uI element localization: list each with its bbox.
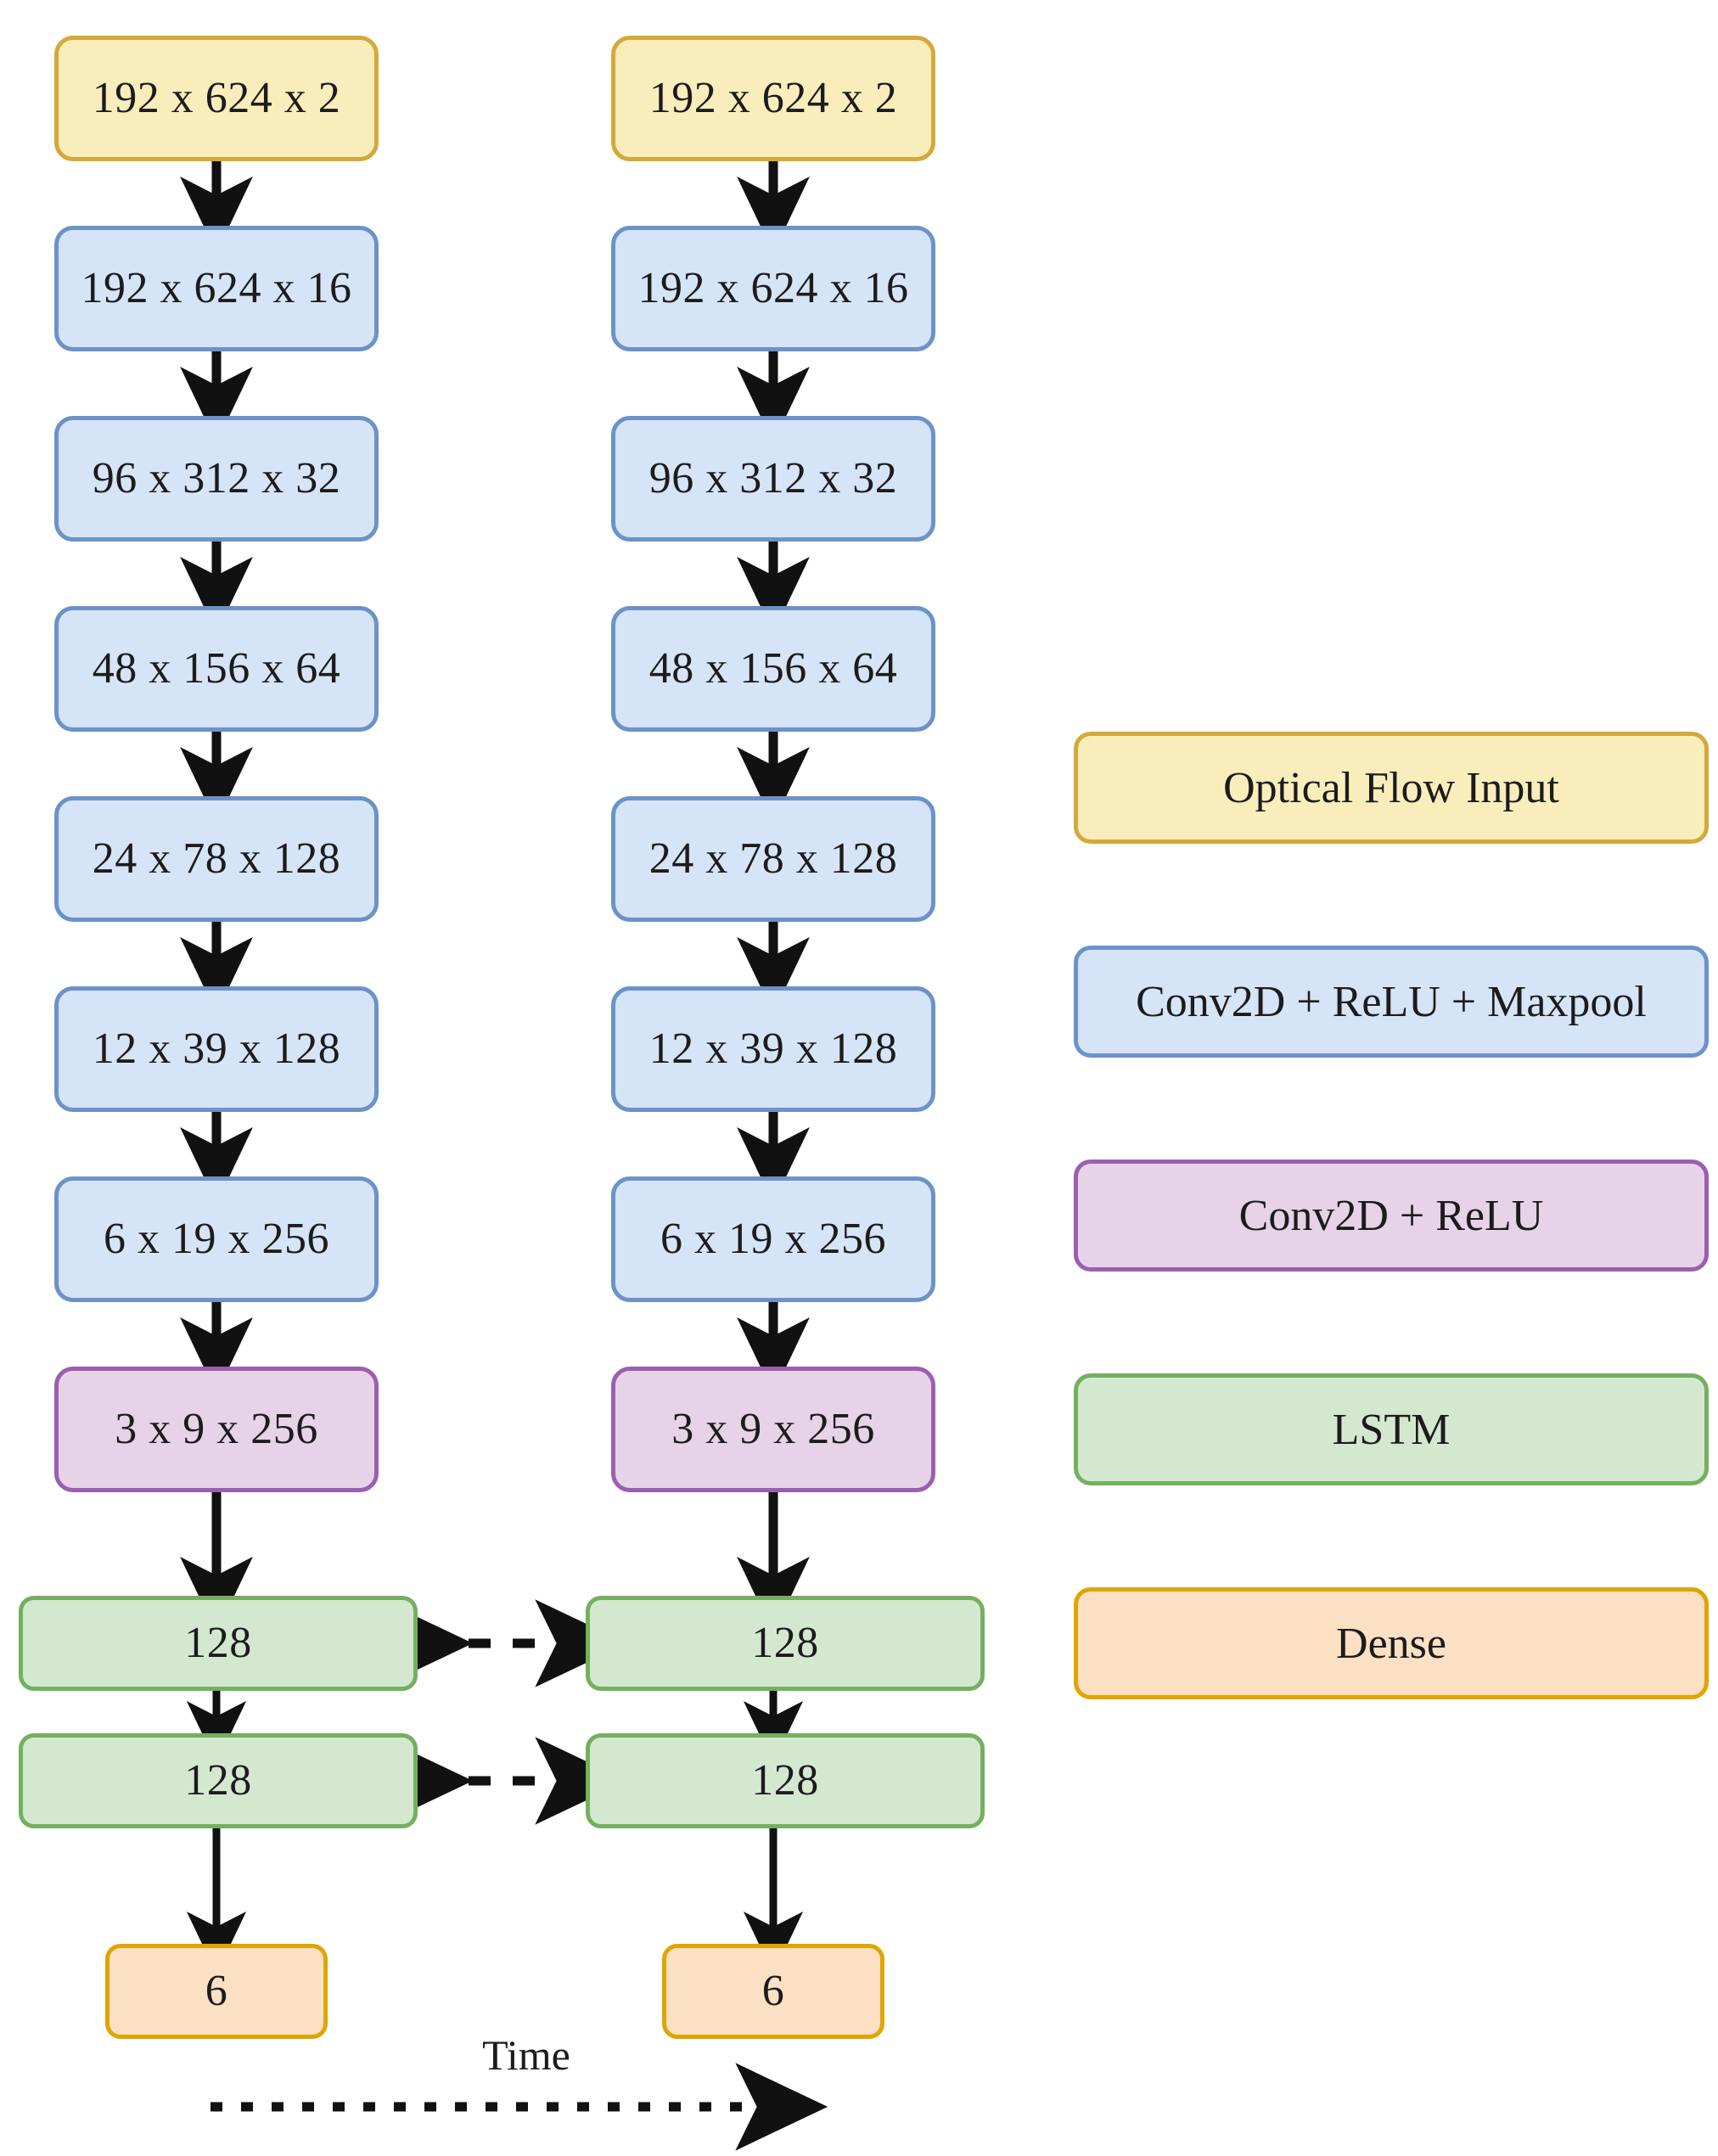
- legend-item-conv2d-relu-maxpool: Conv2D + ReLU + Maxpool: [1074, 946, 1709, 1058]
- node-dense: 6: [662, 1944, 884, 2039]
- node-conv-block-2: 96 x 312 x 32: [54, 416, 379, 542]
- legend-item-lstm: LSTM: [1074, 1373, 1709, 1485]
- legend-item-dense: Dense: [1074, 1587, 1709, 1699]
- node-conv-block-1: 192 x 624 x 16: [611, 226, 935, 351]
- node-lstm-1: 128: [19, 1596, 418, 1691]
- legend-item-conv2d-relu: Conv2D + ReLU: [1074, 1159, 1709, 1272]
- node-conv-block-5: 12 x 39 x 128: [611, 986, 935, 1112]
- node-input: 192 x 624 x 2: [611, 36, 935, 161]
- node-lstm-2: 128: [586, 1733, 985, 1828]
- node-conv-block-6: 6 x 19 x 256: [54, 1176, 379, 1302]
- node-conv-block-1: 192 x 624 x 16: [54, 226, 379, 351]
- node-conv-block-4: 24 x 78 x 128: [611, 796, 935, 922]
- node-conv-relu: 3 x 9 x 256: [611, 1367, 935, 1492]
- node-conv-block-6: 6 x 19 x 256: [611, 1176, 935, 1302]
- node-conv-block-2: 96 x 312 x 32: [611, 416, 935, 542]
- node-dense: 6: [105, 1944, 328, 2039]
- legend-item-optical-flow-input: Optical Flow Input: [1074, 732, 1709, 844]
- node-conv-block-5: 12 x 39 x 128: [54, 986, 379, 1112]
- node-conv-block-3: 48 x 156 x 64: [611, 606, 935, 732]
- time-axis-label: Time: [482, 2031, 570, 2079]
- legend: Optical Flow Input Conv2D + ReLU + Maxpo…: [1074, 732, 1709, 1699]
- node-lstm-2: 128: [19, 1733, 418, 1828]
- node-input: 192 x 624 x 2: [54, 36, 379, 161]
- node-lstm-1: 128: [586, 1596, 985, 1691]
- node-conv-relu: 3 x 9 x 256: [54, 1367, 379, 1492]
- node-conv-block-4: 24 x 78 x 128: [54, 796, 379, 922]
- node-conv-block-3: 48 x 156 x 64: [54, 606, 379, 732]
